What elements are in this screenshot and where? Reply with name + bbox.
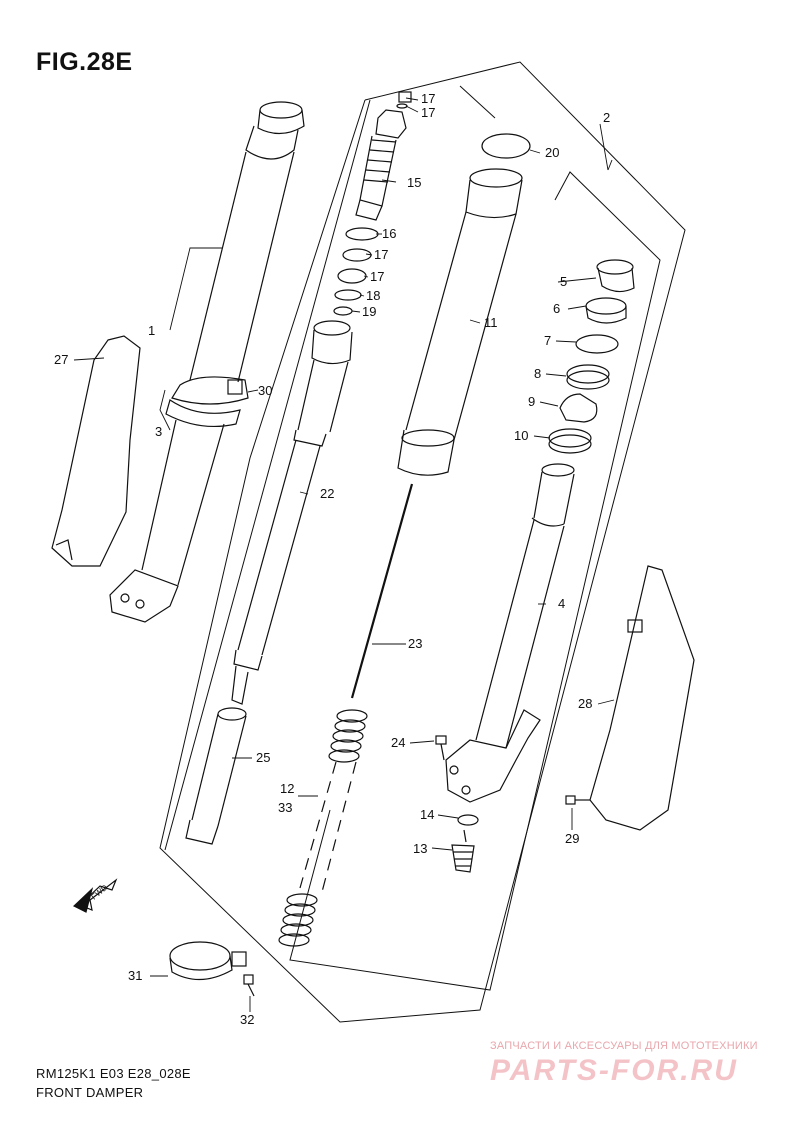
callout-20: 20 [545,145,559,160]
o-ring-14 [457,814,479,826]
leader-part-1 [169,247,222,331]
callout-15: 15 [407,175,421,190]
callout-7: 7 [544,333,551,348]
callout-5: 5 [560,274,567,289]
diagram-name: FRONT DAMPER [36,1085,144,1100]
bolt-25 [435,735,447,761]
left-fork-assembly-drawing [109,101,305,623]
callout-1: 1 [148,323,155,338]
fork-cap [259,101,303,119]
callout-11: 11 [484,315,498,330]
callout-19: 19 [362,304,376,319]
damper-cylinder-drawing [231,320,353,705]
fork-cap-body [257,109,305,135]
callout-6: 6 [553,301,560,316]
compression-adjuster-13 [451,829,475,873]
outer-tube-11-drawing [397,168,523,476]
bolt-32 [243,974,255,997]
callout-4: 4 [558,596,565,611]
fork-guard-right-drawing [589,565,695,831]
callout-22: 17 [421,105,435,120]
callout-10: 10 [514,428,528,443]
callout-32: 32 [240,1012,254,1027]
callout-9: 9 [528,394,535,409]
callout-24: 23 [408,636,422,651]
assembly-outline [159,61,686,1023]
fork-guard-left-drawing [51,335,141,567]
callout-28: 28 [578,696,592,711]
figure-title: FIG.28E [36,48,133,76]
inner-tube-4-drawing [445,463,575,803]
callout-12: 12 [280,781,294,796]
callout-33: 33 [278,800,292,815]
callout-8: 8 [534,366,541,381]
callout-labels: 17 17 20 2 15 16 17 17 18 19 11 5 6 7 8 … [54,91,610,1027]
push-rod-drawing [350,483,414,699]
callout-21: 17 [421,91,435,106]
callout-27: 27 [54,352,68,367]
oil-lock-piece-drawing [185,707,247,845]
o-ring-20 [481,133,531,159]
outer-tube [245,125,299,160]
callout-31: 31 [128,968,142,983]
fwd-label: FWD [90,883,110,902]
callout-17-lower: 17 [370,269,384,284]
callout-3: 3 [155,424,162,439]
callout-25: 24 [391,735,405,750]
callout-26: 25 [256,750,270,765]
model-code: RM125K1 E03 E28_028E [36,1066,191,1081]
callout-13: 13 [413,841,427,856]
fork-clamp-31 [169,941,247,981]
callout-29: 29 [565,831,579,846]
watermark-logo: PARTS-FOR.RU [490,1054,738,1087]
fork-clamp [171,376,249,405]
callout-18: 18 [366,288,380,303]
watermark-tagline: ЗАПЧАСТИ И АКСЕССУАРЫ ДЛЯ МОТОТЕХНИКИ [490,1040,758,1052]
fork-spring-drawing [278,709,368,947]
cartridge-top-bolt [355,91,412,221]
callout-2: 2 [603,110,610,125]
leader-part-3 [159,389,171,431]
callout-14: 14 [420,807,434,822]
screw-29 [565,795,590,805]
leader-lines [73,97,615,1012]
axle-bracket [109,569,179,623]
fwd-arrow-icon: FWD [72,878,118,913]
callout-16: 16 [382,226,396,241]
callout-23: 22 [320,486,334,501]
callout-17-upper: 17 [374,247,388,262]
callout-30: 30 [258,383,272,398]
